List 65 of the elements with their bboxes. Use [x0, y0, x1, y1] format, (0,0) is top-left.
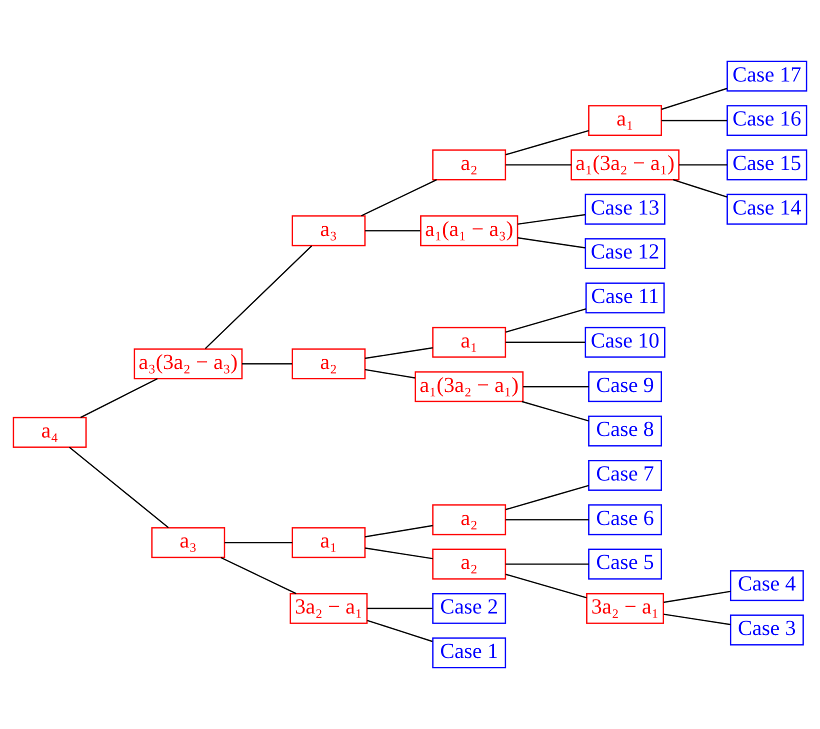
node-box: Case 10: [584, 326, 666, 358]
connector: [367, 608, 432, 610]
node-box: a₃: [151, 527, 226, 558]
node-box: Case 4: [730, 570, 804, 602]
connector: [664, 614, 731, 626]
node-box: a₂: [292, 348, 366, 380]
node-box: a₃(3a₂ − a₃): [134, 348, 243, 380]
connector: [522, 400, 589, 422]
connector: [365, 368, 416, 379]
node-box: a₁: [588, 105, 662, 136]
connector: [367, 620, 433, 642]
connector: [506, 342, 585, 343]
connector: [220, 556, 296, 594]
node-box: a₂: [432, 548, 506, 580]
connector: [365, 547, 433, 560]
node-box: Case 13: [584, 194, 666, 225]
node-box: Case 14: [726, 194, 808, 225]
connector: [506, 563, 589, 565]
node-box: a₁(3a₂ − a₁): [414, 371, 524, 402]
connector: [204, 245, 312, 350]
connector: [518, 237, 586, 249]
node-box: Case 11: [585, 282, 665, 314]
node-box: a₄: [12, 416, 87, 448]
connector: [664, 590, 731, 603]
connector: [661, 88, 728, 110]
node-box: Case 1: [432, 637, 506, 668]
node-box: Case 2: [432, 593, 506, 624]
node-box: Case 9: [588, 371, 662, 402]
node-box: a₂: [432, 504, 506, 536]
node-box: Case 16: [726, 105, 808, 136]
connector: [679, 164, 728, 166]
node-box: Case 15: [726, 149, 808, 180]
node-box: Case 8: [588, 416, 662, 446]
node-box: a₁: [292, 527, 366, 558]
node-box: a₁(a₁ − a₃): [420, 215, 518, 246]
node-box: Case 6: [588, 504, 662, 536]
node-box: 3a₂ − a₁: [290, 593, 368, 624]
connector: [365, 347, 433, 359]
connector: [224, 542, 292, 544]
node-box: Case 5: [588, 548, 662, 580]
node-box: Case 7: [588, 460, 662, 491]
node-box: 3a₂ − a₁: [586, 593, 664, 624]
connector: [506, 519, 589, 520]
connector: [505, 574, 587, 598]
connector: [505, 130, 589, 156]
connector: [361, 179, 437, 216]
connector: [80, 378, 158, 418]
connector: [365, 230, 420, 232]
connector: [518, 214, 586, 225]
connector: [505, 484, 589, 510]
connector: [672, 179, 728, 198]
node-box: Case 12: [584, 238, 666, 270]
node-box: a₁(3a₂ − a₁): [570, 149, 680, 180]
connector: [365, 524, 433, 538]
connector: [523, 386, 589, 388]
connector: [505, 308, 586, 333]
node-box: Case 17: [726, 60, 808, 92]
connector: [68, 446, 169, 528]
node-box: a₃: [292, 215, 366, 246]
node-box: Case 3: [730, 614, 804, 646]
node-box: a₁: [432, 326, 506, 358]
connector: [662, 120, 728, 122]
connector: [506, 164, 572, 166]
node-box: a₂: [432, 149, 506, 180]
connector: [242, 363, 292, 364]
